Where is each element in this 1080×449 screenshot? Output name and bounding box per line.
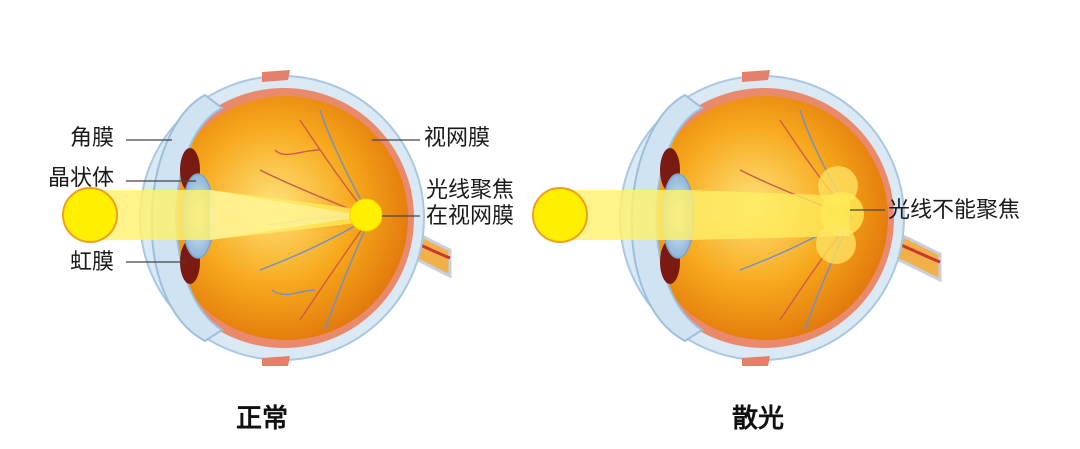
label-no-focus: 光线不能聚焦 xyxy=(888,198,1021,223)
light-beam xyxy=(560,190,850,240)
label-focus-line1: 光线聚焦 xyxy=(426,178,515,203)
light-source xyxy=(532,187,588,243)
label-retina: 视网膜 xyxy=(424,126,491,151)
astigmatism-eye xyxy=(532,70,942,366)
caption-astigmatism: 散光 xyxy=(732,404,785,434)
scattered-focus xyxy=(816,224,856,264)
label-iris: 虹膜 xyxy=(70,250,115,275)
label-cornea: 角膜 xyxy=(70,126,115,151)
caption-normal: 正常 xyxy=(236,404,289,434)
label-focus-line2: 在视网膜 xyxy=(426,204,515,229)
light-source xyxy=(62,187,118,243)
focus-point xyxy=(349,198,383,232)
normal-eye xyxy=(62,70,452,366)
label-lens: 晶状体 xyxy=(48,166,115,191)
